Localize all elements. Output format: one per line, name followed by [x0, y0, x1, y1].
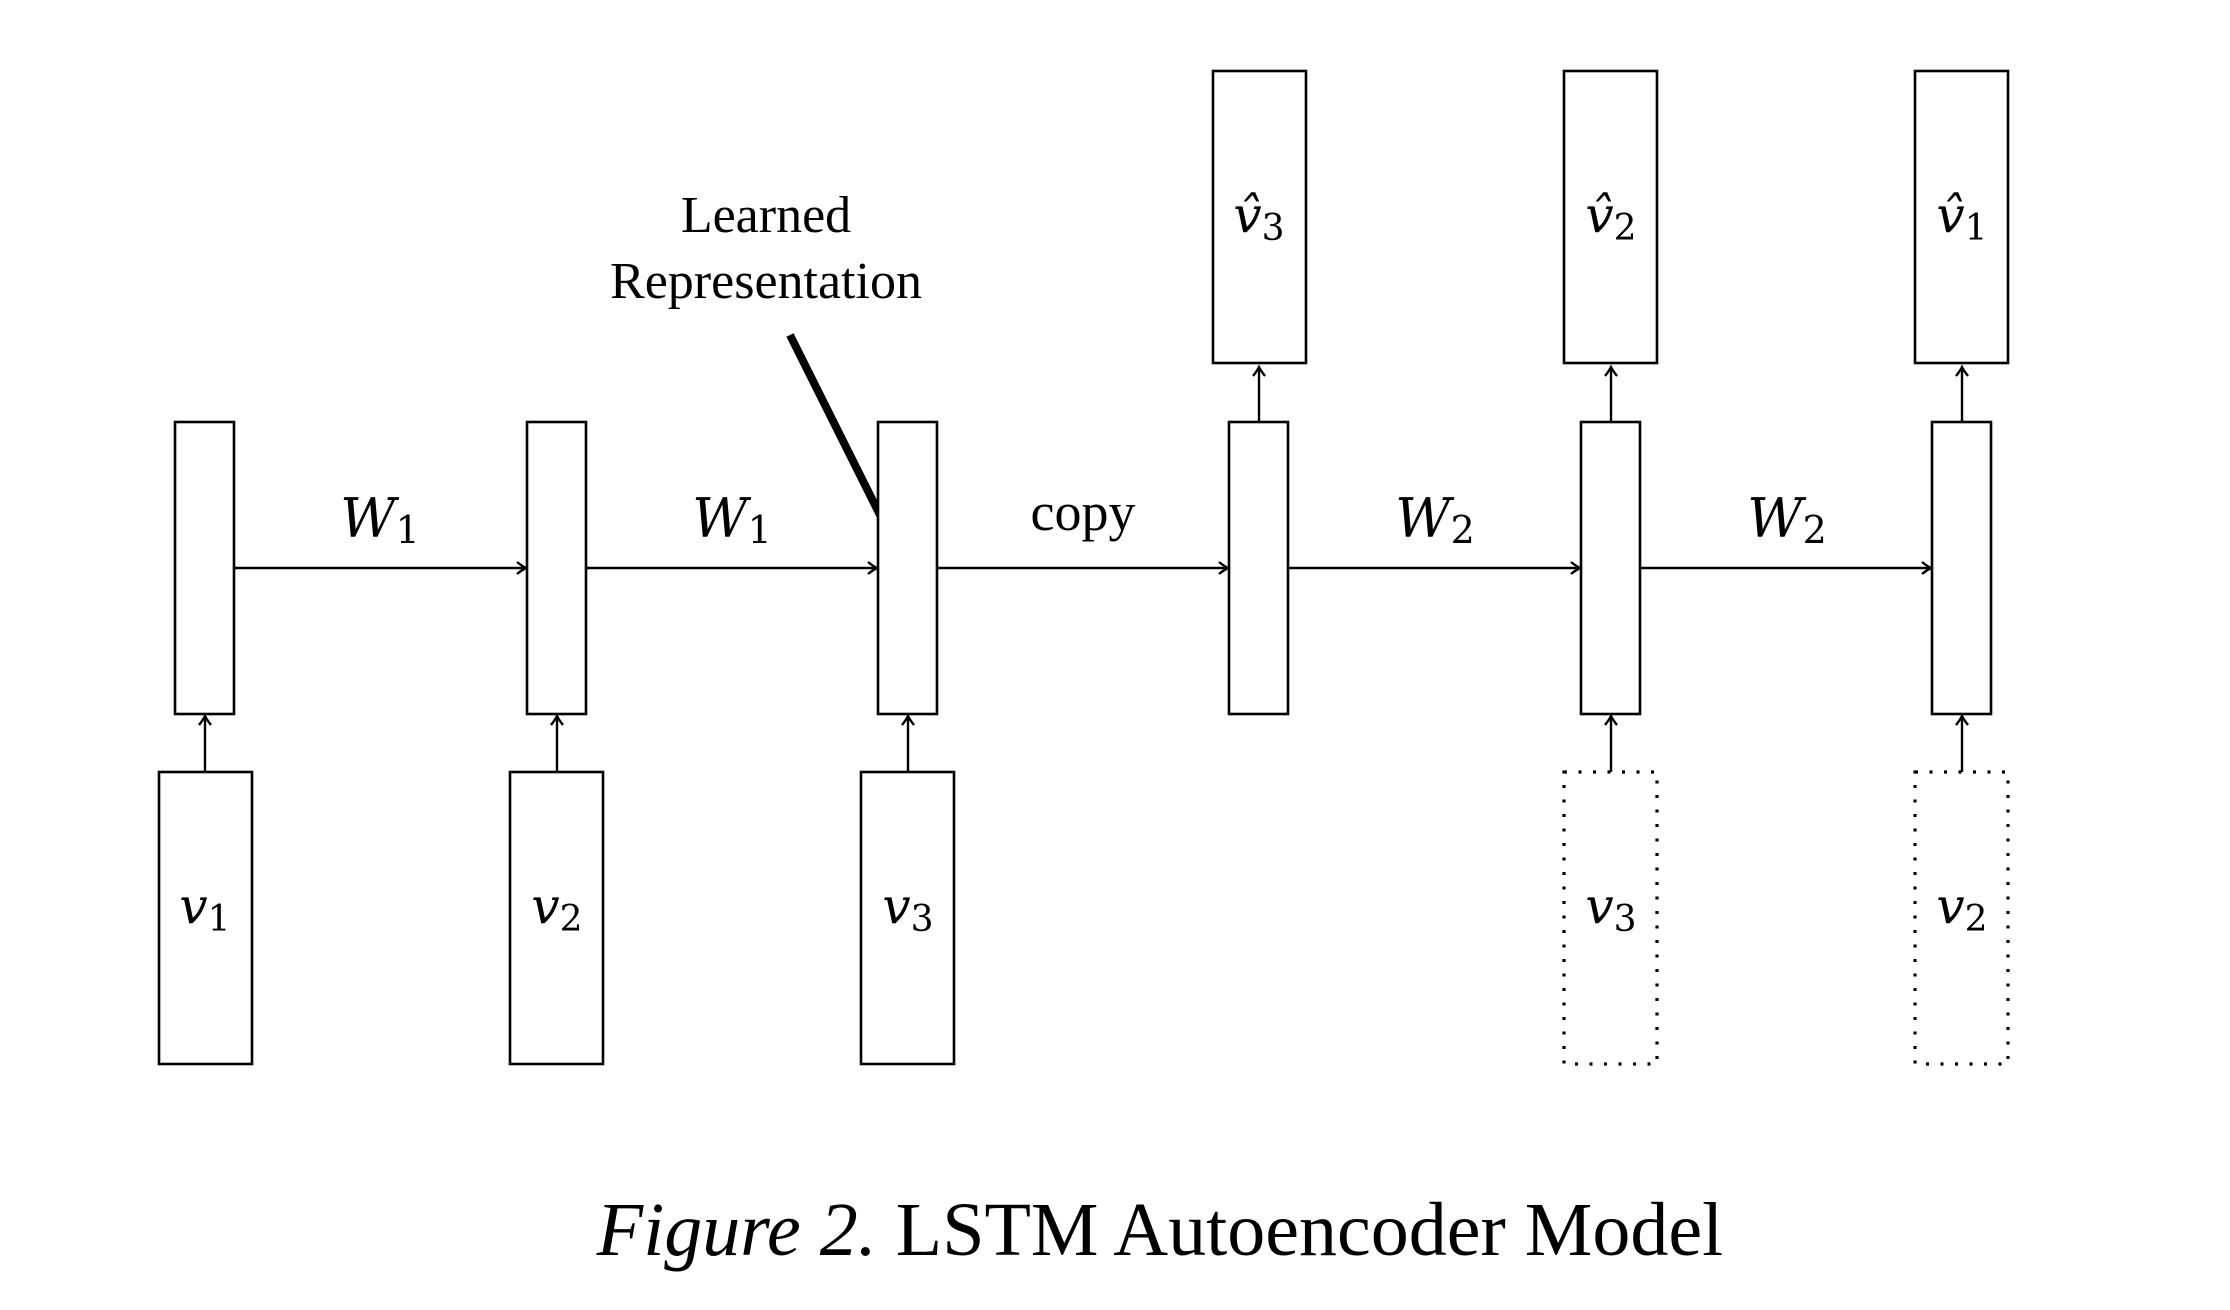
- encoder-cell-1: [173, 420, 236, 716]
- input-box-v2: [508, 770, 605, 1066]
- annotation-line-2: Representation: [610, 253, 922, 310]
- label-w1-second: W1: [692, 487, 772, 552]
- label-copy: copy: [1031, 482, 1136, 542]
- output-box-vhat2: [1562, 69, 1659, 365]
- decoder-conditioning-inputs: v3 v2: [1562, 713, 2010, 1066]
- decoder-cell-2: [1579, 420, 1642, 716]
- figure-caption: Figure 2. LSTM Autoencoder Model: [596, 1188, 1723, 1272]
- caption-prefix: Figure 2.: [596, 1188, 877, 1272]
- output-label-vhat3: v̂3: [1233, 186, 1284, 249]
- label-w2-first: W2: [1395, 487, 1475, 552]
- input-box-v1: [157, 770, 254, 1066]
- label-w2-second: W2: [1747, 487, 1827, 552]
- conditioning-label-v2: v2: [1936, 877, 1987, 940]
- caption-spacer: [877, 1188, 896, 1272]
- annotation-line-1: Learned: [681, 187, 851, 244]
- encoder-inputs: v1 v2 v3: [157, 713, 956, 1066]
- encoder-cell-3: [876, 420, 939, 716]
- label-w1-first: W1: [340, 487, 420, 552]
- transition-labels: W1 W1 copy W2 W2: [340, 482, 1827, 552]
- conditioning-box-v2: [1913, 770, 2010, 1066]
- conditioning-label-v3: v3: [1585, 877, 1636, 940]
- decoder-cell-3: [1930, 420, 1993, 716]
- learned-representation-annotation: Learned Representation: [610, 187, 922, 547]
- output-box-vhat1: [1913, 69, 2010, 365]
- encoder-cell-2: [525, 420, 588, 716]
- decoder-cell-1: [1227, 420, 1290, 716]
- input-label-v1: v1: [179, 877, 230, 940]
- decoder-hidden-cells: [1227, 420, 1993, 716]
- input-label-v3: v3: [882, 877, 933, 940]
- output-label-vhat1: v̂1: [1936, 186, 1987, 249]
- caption-text: LSTM Autoencoder Model: [896, 1188, 1723, 1272]
- input-label-v2: v2: [531, 877, 582, 940]
- input-box-v3: [859, 770, 956, 1066]
- output-box-vhat3: [1211, 69, 1308, 365]
- output-label-vhat2: v̂2: [1585, 186, 1636, 249]
- conditioning-box-v3: [1562, 770, 1659, 1066]
- decoder-outputs: v̂3 v̂2 v̂1: [1211, 69, 2010, 422]
